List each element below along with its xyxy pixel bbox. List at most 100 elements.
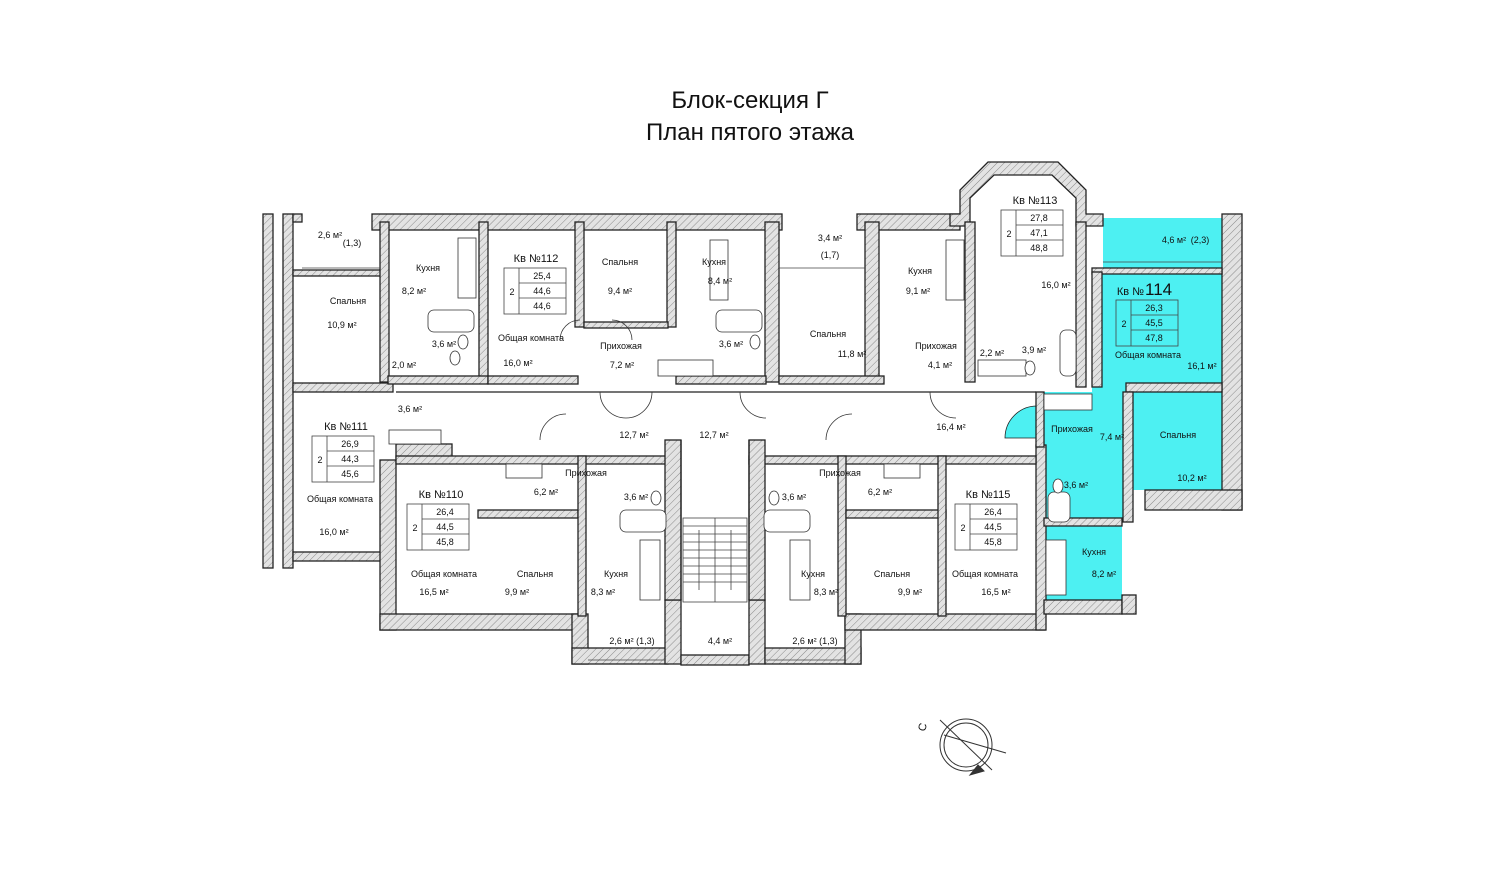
interior-walls bbox=[379, 221, 1223, 617]
room-label: 12,7 м² bbox=[619, 430, 648, 440]
room-label: 16,0 м² bbox=[503, 358, 532, 368]
room-label: 3,6 м² bbox=[432, 339, 456, 349]
room-label: 2,2 м² bbox=[980, 348, 1004, 358]
apt-box-112[interactable]: Кв №112 2 25,4 44,6 44,6 bbox=[503, 253, 567, 315]
apt-total-110: 44,5 bbox=[436, 522, 454, 532]
apt-number-114: 114 bbox=[1145, 280, 1172, 299]
room-label: Общая комната bbox=[307, 494, 373, 504]
compass-icon bbox=[939, 718, 1007, 776]
apt-living-112: 25,4 bbox=[533, 271, 551, 281]
room-label: 12,7 м² bbox=[699, 430, 728, 440]
room-label: 9,1 м² bbox=[906, 286, 930, 296]
apt-total-balcony-112: 44,6 bbox=[533, 301, 551, 311]
room-label: 8,3 м² bbox=[814, 587, 838, 597]
room-label: 16,5 м² bbox=[419, 587, 448, 597]
room-label: 8,2 м² bbox=[1092, 569, 1116, 579]
title-line1: Блок-секция Г bbox=[671, 87, 828, 114]
apt-rooms-115: 2 bbox=[960, 523, 965, 533]
apt-total-balcony-114: 47,8 bbox=[1145, 333, 1163, 343]
room-label: Кухня bbox=[416, 263, 440, 273]
room-label: 16,0 м² bbox=[1041, 280, 1070, 290]
room-label: 6,2 м² bbox=[534, 487, 558, 497]
corridor bbox=[396, 391, 1036, 600]
room-label: Спальня bbox=[1160, 430, 1196, 440]
room-label: 4,4 м² bbox=[708, 636, 732, 646]
room-label: 8,2 м² bbox=[402, 286, 426, 296]
apt-total-111: 44,3 bbox=[341, 454, 359, 464]
room-label: Спальня bbox=[602, 257, 638, 267]
room-label: 4,6 м² bbox=[1162, 235, 1186, 245]
apt-rooms-111: 2 bbox=[317, 455, 322, 465]
room-label: 10,9 м² bbox=[327, 320, 356, 330]
apt-rooms-113: 2 bbox=[1006, 229, 1011, 239]
apt-total-balcony-113: 48,8 bbox=[1030, 243, 1048, 253]
room-label: Кухня bbox=[604, 569, 628, 579]
room-label: 10,2 м² bbox=[1177, 473, 1206, 483]
room-label: Прихожая bbox=[600, 341, 642, 351]
storage bbox=[388, 359, 1093, 479]
room-label: Общая комната bbox=[1115, 350, 1181, 360]
apt-total-112: 44,6 bbox=[533, 286, 551, 296]
room-labels: 2,6 м² (1,3) Спальня 10,9 м² Кухня 8,2 м… bbox=[307, 230, 1217, 646]
apt-box-110[interactable]: Кв №110 2 26,4 44,5 45,8 bbox=[406, 489, 470, 551]
room-label: Спальня bbox=[517, 569, 553, 579]
apt-box-113[interactable]: Кв №113 2 27,8 47,1 48,8 bbox=[1000, 195, 1064, 257]
apt-total-balcony-111: 45,6 bbox=[341, 469, 359, 479]
apt-total-balcony-110: 45,8 bbox=[436, 537, 454, 547]
balconies bbox=[302, 261, 1222, 661]
apt-box-111[interactable]: Кв №111 2 26,9 44,3 45,6 bbox=[311, 421, 375, 483]
room-label: Общая комната bbox=[498, 333, 564, 343]
room-label: Кухня bbox=[1082, 547, 1106, 557]
apt-total-115: 44,5 bbox=[984, 522, 1002, 532]
room-label: 16,4 м² bbox=[936, 422, 965, 432]
room-label: 4,1 м² bbox=[928, 360, 952, 370]
room-label: Прихожая bbox=[819, 468, 861, 478]
room-label: Прихожая bbox=[565, 468, 607, 478]
apt-living-113: 27,8 bbox=[1030, 213, 1048, 223]
room-label: 2,0 м² bbox=[392, 360, 416, 370]
room-label: 9,9 м² bbox=[505, 587, 529, 597]
room-label: 2,6 м² (1,3) bbox=[792, 636, 837, 646]
room-label: 9,4 м² bbox=[608, 286, 632, 296]
room-label: 3,6 м² bbox=[782, 492, 806, 502]
room-label: 3,6 м² bbox=[624, 492, 648, 502]
room-label: 3,6 м² bbox=[719, 339, 743, 349]
title-line2: План пятого этажа bbox=[646, 119, 855, 146]
room-label: 9,9 м² bbox=[898, 587, 922, 597]
room-label: Спальня bbox=[330, 296, 366, 306]
room-label: 2,6 м² (1,3) bbox=[609, 636, 654, 646]
apt-total-114: 45,5 bbox=[1145, 318, 1163, 328]
staircase bbox=[682, 517, 748, 603]
apt-label-113: Кв №113 bbox=[1013, 195, 1058, 207]
apt-label-prefix-114: Кв № bbox=[1117, 286, 1144, 298]
room-label: 16,1 м² bbox=[1187, 361, 1216, 371]
room-label: 3,6 м² bbox=[1064, 480, 1088, 490]
room-label: 7,2 м² bbox=[610, 360, 634, 370]
apt-box-115[interactable]: Кв №115 2 26,4 44,5 45,8 bbox=[954, 489, 1018, 551]
room-label: Прихожая bbox=[1051, 424, 1093, 434]
room-label: Кухня bbox=[801, 569, 825, 579]
apt-label-110: Кв №110 bbox=[419, 489, 464, 501]
room-label: 3,4 м² bbox=[818, 233, 842, 243]
apt-rooms-112: 2 bbox=[509, 287, 514, 297]
room-label: 11,8 м² bbox=[838, 349, 867, 359]
room-label: (1,3) bbox=[343, 238, 362, 248]
room-label: Спальня bbox=[810, 329, 846, 339]
apt-label-115: Кв №115 bbox=[966, 489, 1011, 501]
room-label: (2,3) bbox=[1191, 235, 1210, 245]
apt-rooms-114: 2 bbox=[1121, 319, 1126, 329]
apt-box-114[interactable]: Кв № 114 2 26,3 45,5 47,8 bbox=[1115, 280, 1179, 347]
apt-total-balcony-115: 45,8 bbox=[984, 537, 1002, 547]
door-swings bbox=[539, 319, 957, 441]
room-label: 8,3 м² bbox=[591, 587, 615, 597]
room-label: 3,6 м² bbox=[398, 404, 422, 414]
room-label: Прихожая bbox=[915, 341, 957, 351]
apt-label-111: Кв №111 bbox=[324, 421, 368, 433]
room-label: 3,9 м² bbox=[1022, 345, 1046, 355]
bathroom-fixtures bbox=[427, 237, 1077, 601]
room-label: 7,4 м² bbox=[1100, 432, 1124, 442]
room-label: Общая комната bbox=[952, 569, 1018, 579]
room-label: Общая комната bbox=[411, 569, 477, 579]
room-label: Спальня bbox=[874, 569, 910, 579]
